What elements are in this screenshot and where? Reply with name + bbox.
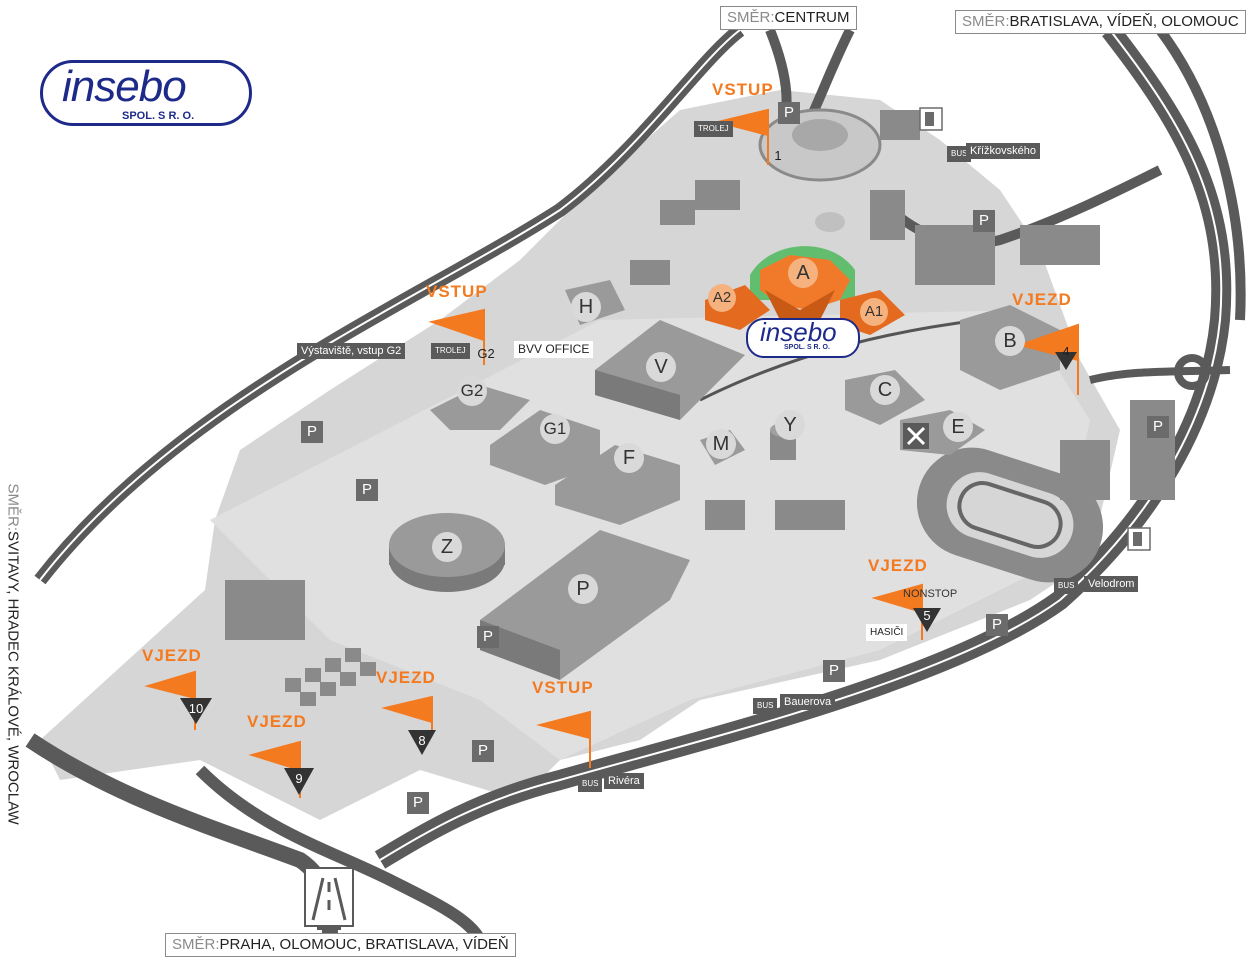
parking-1[interactable]: P xyxy=(778,102,800,124)
hall-label-f[interactable]: F xyxy=(614,443,644,473)
gas-station-icons xyxy=(919,107,1151,551)
hall-label-z[interactable]: Z xyxy=(432,532,462,562)
hall-label-c[interactable]: C xyxy=(870,375,900,405)
restaurant-icon xyxy=(903,423,929,449)
bus-stop-krizkovskeho[interactable]: BUS xyxy=(947,146,972,162)
gate-number-4: 4 xyxy=(1062,344,1070,359)
road-east-2 xyxy=(1155,27,1246,321)
parking-2[interactable]: P xyxy=(973,210,995,232)
hall-label-a1[interactable]: A1 xyxy=(860,298,888,326)
bus-stop-bauerova[interactable]: BUS xyxy=(753,698,778,714)
insebo-logo[interactable]: insebo SPOL. S R. O. xyxy=(40,60,255,130)
direction-top-center: SMĚR:CENTRUM xyxy=(720,6,857,30)
nonstop-label[interactable]: NONSTOP xyxy=(903,588,958,600)
hall-label-e[interactable]: E xyxy=(943,412,973,442)
hall-label-h[interactable]: H xyxy=(571,292,601,322)
road-east-inner xyxy=(379,29,1223,861)
flag-label-vjezd-4: VJEZD xyxy=(1012,290,1072,309)
gate-number-9: 9 xyxy=(295,771,303,786)
flag-label-vjezd-8: VJEZD xyxy=(376,668,436,687)
flag-label-vjezd-5: VJEZD xyxy=(868,556,928,575)
hall-label-y[interactable]: Y xyxy=(775,410,805,440)
hall-g1 xyxy=(490,410,600,485)
logo-subtitle: SPOL. S R. O. xyxy=(118,110,199,122)
stop-label-velodrom[interactable]: Velodrom xyxy=(1084,576,1139,592)
hall-label-a[interactable]: A xyxy=(788,258,818,288)
gate-number-5: 5 xyxy=(923,608,931,623)
road-west-inner xyxy=(39,29,741,581)
flag-label-vjezd-10: VJEZD xyxy=(142,646,202,665)
hasici-label[interactable]: HASIČI xyxy=(866,624,908,641)
parking-4[interactable]: P xyxy=(356,479,378,501)
flag-label-vstup-1: VSTUP xyxy=(712,80,774,99)
bus-stop-riviera[interactable]: BUS xyxy=(578,776,603,792)
road-southwest-2 xyxy=(195,765,486,944)
hall-label-a2[interactable]: A2 xyxy=(708,284,736,312)
parking-5[interactable]: P xyxy=(1147,416,1169,438)
flag-label-vstup-2: VSTUP xyxy=(426,282,488,301)
hall-label-g1[interactable]: G1 xyxy=(540,414,570,444)
stop-label-riviera[interactable]: Rivéra xyxy=(604,773,644,789)
insebo-map-logo: insebo SPOL. S R. O. xyxy=(746,317,860,358)
gate-number-10: 10 xyxy=(188,701,204,716)
gate-number-1: 1 xyxy=(774,148,782,163)
bus-stop-velodrom[interactable]: BUS xyxy=(1054,578,1079,594)
parking-6[interactable]: P xyxy=(986,614,1008,636)
map-logo-name: insebo xyxy=(760,317,837,347)
flag-label-vstup-3: VSTUP xyxy=(532,678,594,697)
map-logo-subtitle: SPOL. S R. O. xyxy=(784,344,830,351)
parking-7[interactable]: P xyxy=(823,660,845,682)
flags xyxy=(144,108,1079,798)
booth-cluster xyxy=(285,648,376,706)
logo-name: insebo xyxy=(62,62,187,111)
hall-label-m[interactable]: M xyxy=(706,429,736,459)
direction-top-right: SMĚR:BRATISLAVA, VÍDEŇ, OLOMOUC xyxy=(955,10,1246,34)
gate-markers xyxy=(180,352,1077,795)
bvv-office-label[interactable]: BVV OFFICE xyxy=(514,341,594,358)
hall-label-v[interactable]: V xyxy=(646,352,676,382)
hall-label-b[interactable]: B xyxy=(995,326,1025,356)
parking-8[interactable]: P xyxy=(477,626,499,648)
parking-9[interactable]: P xyxy=(472,740,494,762)
direction-bottom: SMĚR:PRAHA, OLOMOUC, BRATISLAVA, VÍDEŇ xyxy=(165,933,516,957)
pond xyxy=(815,212,845,232)
hall-g2 xyxy=(430,385,530,430)
hall-label-g2[interactable]: G2 xyxy=(457,376,487,406)
hall-label-p[interactable]: P xyxy=(568,574,598,604)
parking-3[interactable]: P xyxy=(301,421,323,443)
trolej-stop-g2[interactable]: TROLEJ xyxy=(431,343,470,359)
gate-number-g2: G2 xyxy=(477,346,495,361)
direction-left: SMĚR:SVITAVY, HRADEC KRÁLOVÉ, WROCLAW xyxy=(4,483,22,825)
parking-10[interactable]: P xyxy=(407,792,429,814)
stop-label-krizkovskeho[interactable]: Křížkovského xyxy=(966,143,1041,159)
stop-label-vystaviste[interactable]: Výstaviště, vstup G2 xyxy=(297,343,406,359)
stop-label-bauerova[interactable]: Bauerova xyxy=(780,694,836,710)
velodrom-track xyxy=(916,447,1104,583)
flag-label-vjezd-9: VJEZD xyxy=(247,712,307,731)
gate-number-8: 8 xyxy=(418,733,426,748)
trolej-stop-north[interactable]: TROLEJ xyxy=(694,121,733,137)
